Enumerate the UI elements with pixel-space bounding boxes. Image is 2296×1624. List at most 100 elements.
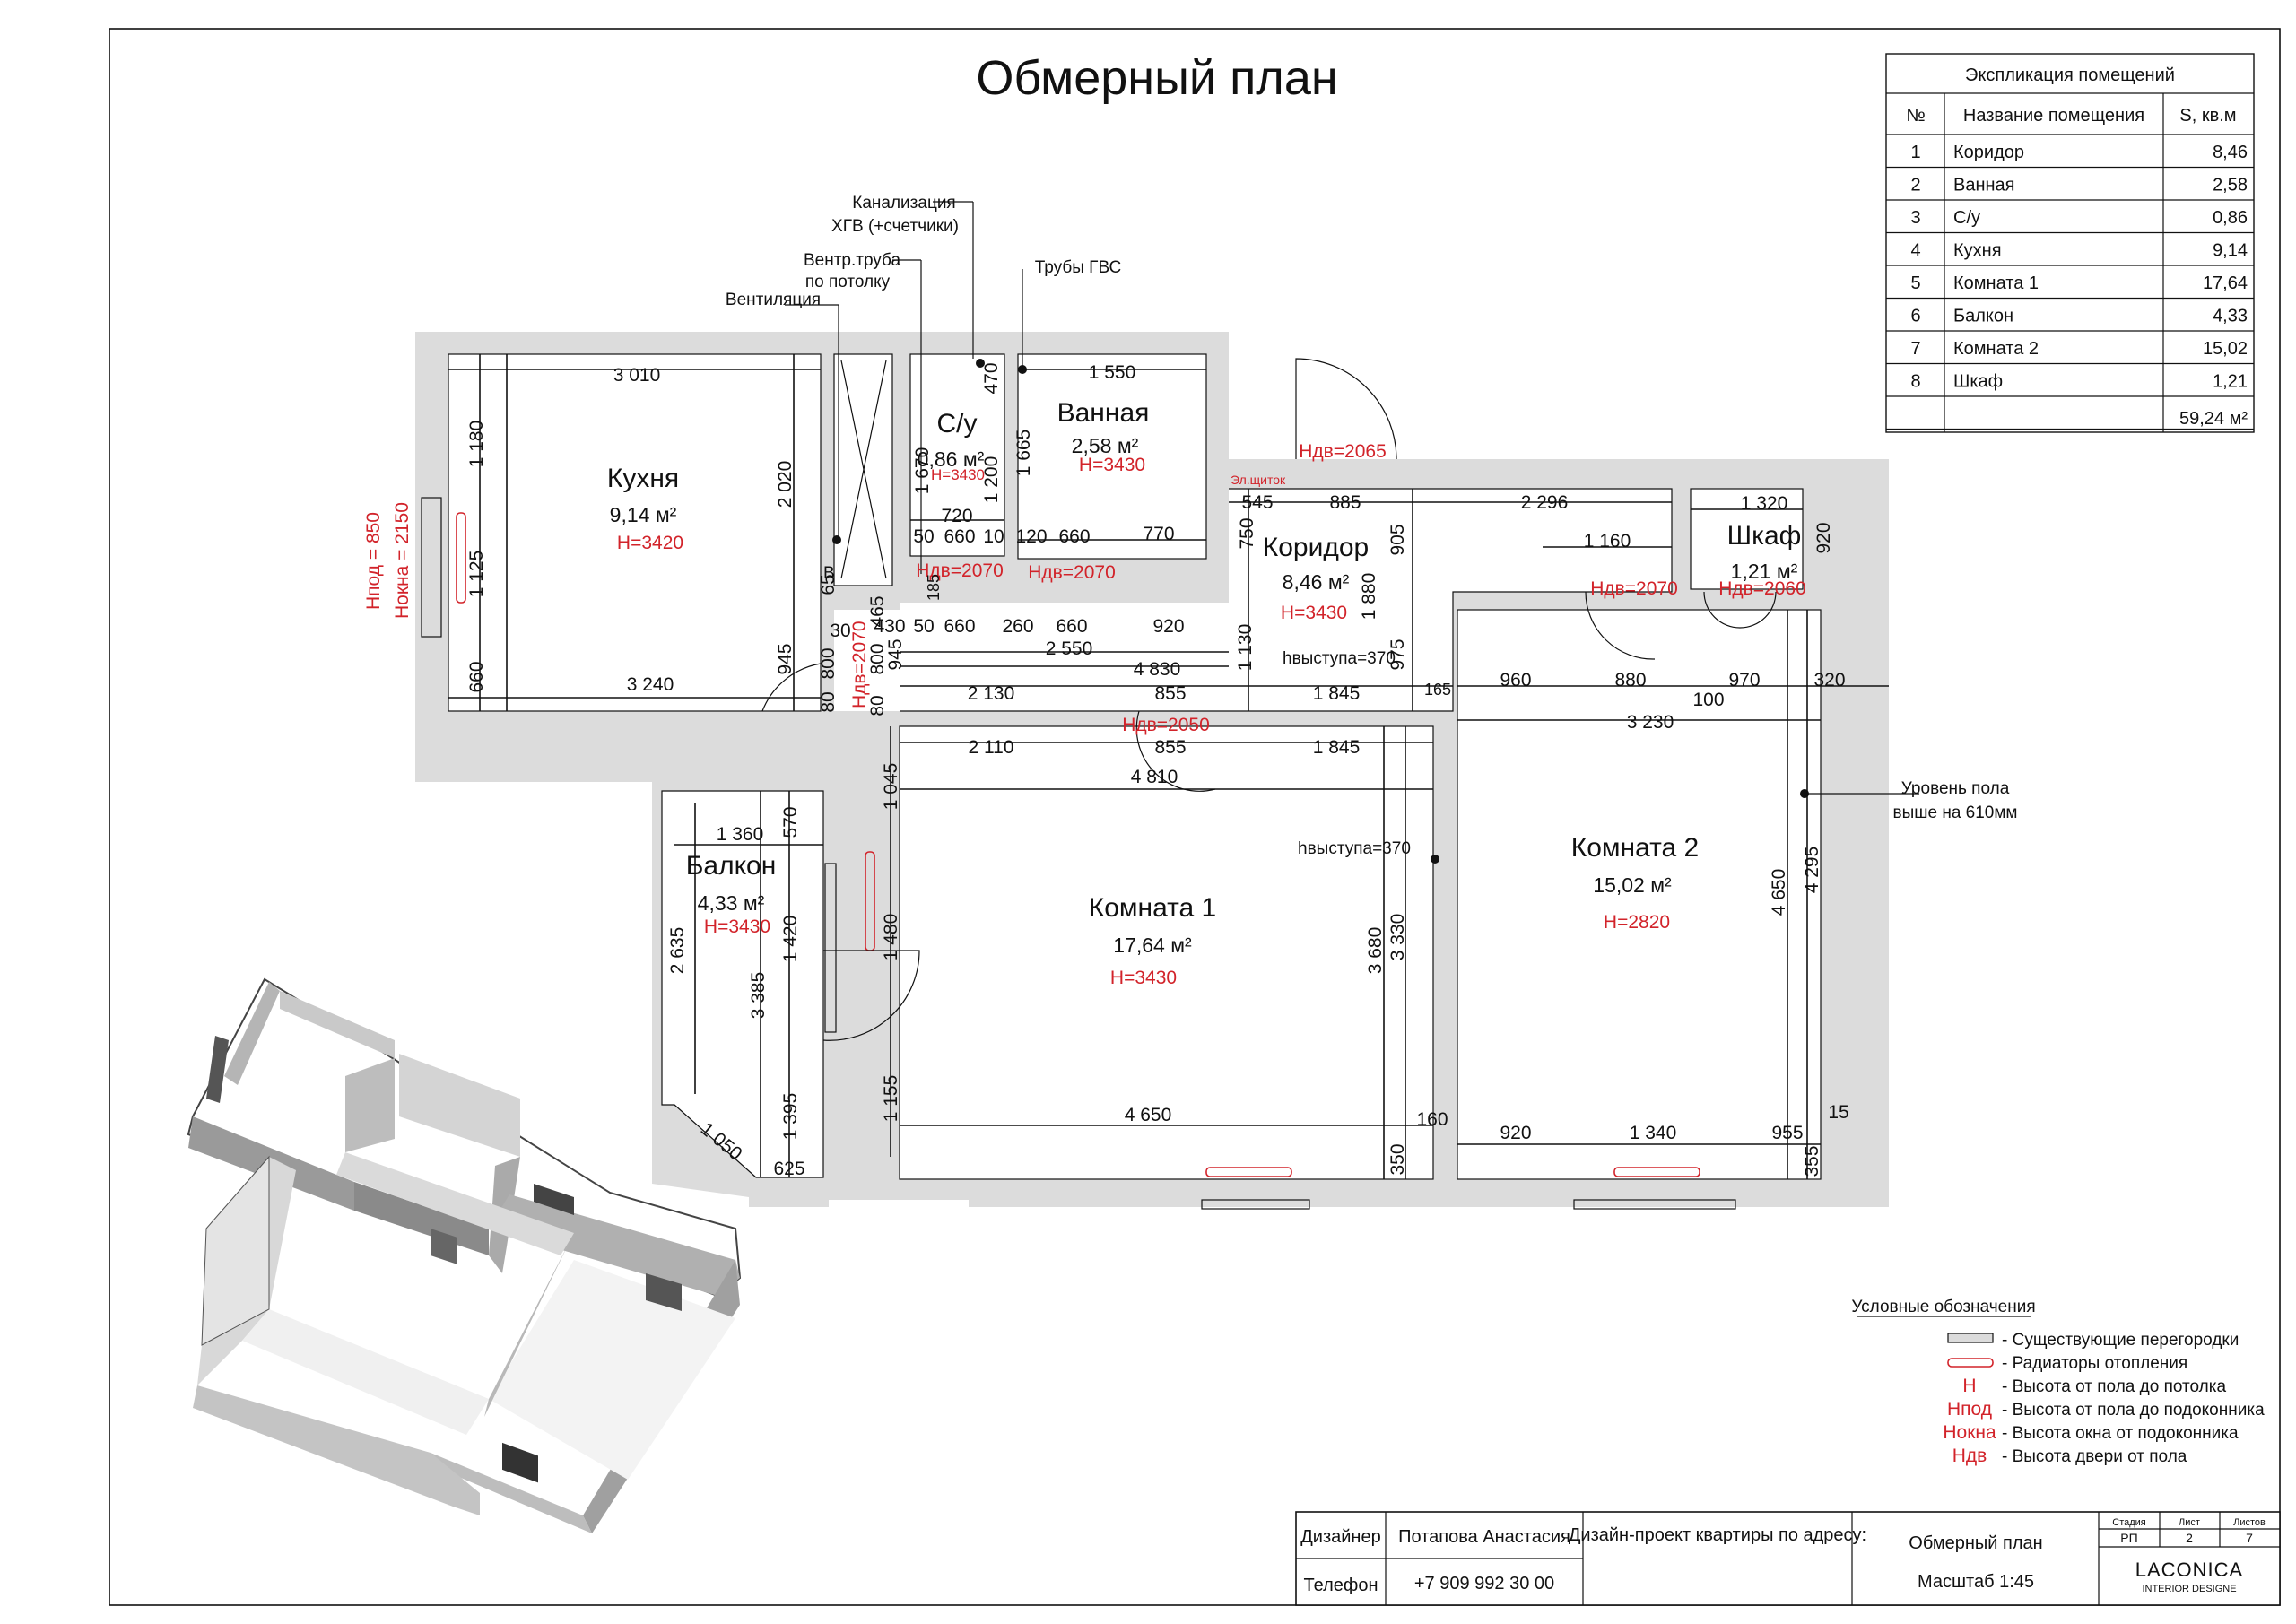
- wc-name: С/у: [937, 409, 978, 439]
- note-ventilation: Вентиляция: [726, 291, 821, 309]
- dim-label: 750: [1237, 517, 1257, 549]
- bath-height: Н=3430: [1079, 455, 1145, 475]
- dim-label: 945: [775, 643, 796, 674]
- table-cell: 9,14: [2213, 241, 2248, 261]
- wc-area: 0,86 м²: [918, 447, 985, 471]
- floor-plan: [415, 201, 1919, 1210]
- balcony-area: 4,33 м²: [698, 891, 765, 915]
- table-cell: Кухня: [1953, 241, 2002, 261]
- dim-label: 3 230: [1627, 712, 1674, 733]
- table-cell: 8: [1910, 372, 1920, 392]
- dim-label: 50: [913, 616, 934, 637]
- dim-label: 960: [1500, 670, 1531, 690]
- door-height-kitchen: Ндв=2070: [849, 621, 870, 708]
- dim-label: 120: [1015, 526, 1047, 547]
- dim-label: 660: [466, 661, 487, 692]
- stamp-phone: +7 909 992 30 00: [1414, 1574, 1554, 1594]
- bath-area: 2,58 м²: [1072, 434, 1139, 457]
- kitchen-name: Кухня: [607, 464, 679, 493]
- dim-label: 770: [1143, 524, 1174, 544]
- dim-label: 4 810: [1131, 767, 1178, 787]
- dim-label: 1 420: [780, 916, 801, 963]
- dim-label: 1 340: [1630, 1123, 1677, 1143]
- dim-label: 1 155: [881, 1075, 901, 1123]
- table-cell: 4,33: [2213, 307, 2248, 326]
- table-cell: 5: [1910, 274, 1920, 293]
- dim-label: 3 330: [1387, 914, 1408, 961]
- dim-label: 720: [941, 506, 972, 526]
- dim-label: 1 670: [912, 447, 933, 495]
- note-floor-level-2: выше на 610мм: [1892, 803, 2017, 822]
- dim-label: 660: [1056, 616, 1087, 637]
- dim-label: 1 320: [1741, 493, 1788, 514]
- dim-label: 50: [913, 526, 934, 547]
- stamp-sheet-label: Лист: [2179, 1517, 2200, 1528]
- stamp-phone-label: Телефон: [1304, 1576, 1378, 1595]
- windows: [421, 497, 1736, 1210]
- legend-item-5: - Высота окна от подоконника: [2002, 1424, 2239, 1443]
- stamp-designer-label: Дизайнер: [1300, 1527, 1380, 1547]
- dim-label: 660: [944, 616, 975, 637]
- dim-label: 955: [1771, 1123, 1803, 1143]
- dim-label: 3 680: [1365, 927, 1386, 975]
- room1-name: Комната 1: [1089, 893, 1217, 923]
- stamp-stage: РП: [2120, 1531, 2137, 1545]
- dimension-labels: 3 010 3 240 1 550 720 50 660 10 120 660 …: [466, 362, 1849, 1179]
- dim-label: 855: [1154, 737, 1186, 758]
- table-cell: Комната 1: [1953, 274, 2039, 293]
- explication-title: Экспликация помещений: [1965, 65, 2175, 85]
- legend-sym-6: Ндв: [1952, 1446, 1987, 1466]
- dim-label: 1 880: [1359, 573, 1379, 621]
- dim-label: 660: [1058, 526, 1090, 547]
- dim-label: 970: [1728, 670, 1760, 690]
- explication-header-area: S, кв.м: [2179, 106, 2236, 126]
- legend-title: Условные обозначения: [1851, 1298, 2035, 1316]
- dim-label: 355: [1802, 1145, 1822, 1177]
- note-floor-level-1: Уровень пола: [1901, 779, 2010, 798]
- table-cell: 1: [1910, 143, 1920, 162]
- stamp-stage-label: Стадия: [2112, 1517, 2146, 1528]
- dim-label: 100: [1692, 690, 1724, 710]
- dim-label: 2 020: [775, 461, 796, 508]
- note-hvs: ХГВ (+счетчики): [831, 217, 959, 236]
- stamp-scale: Масштаб 1:45: [1918, 1572, 2034, 1592]
- corridor-height: Н=3430: [1281, 603, 1347, 623]
- dim-label: 80: [818, 691, 839, 712]
- legend-radiator-swatch: [1947, 1358, 1994, 1368]
- dim-label: 3 385: [748, 972, 769, 1020]
- dim-label: 1 200: [981, 456, 1002, 504]
- legend-sym-4: Нпод: [1947, 1399, 1992, 1420]
- room1-height: Н=3430: [1110, 968, 1177, 988]
- dim-label: 10: [983, 526, 1004, 547]
- dim-label: 430: [874, 616, 905, 637]
- sheet-frame: [109, 28, 2281, 1606]
- note-v-label: В: [823, 564, 835, 583]
- dim-label: 1 160: [1584, 531, 1631, 551]
- table-cell: 6: [1910, 307, 1920, 326]
- note-niche-2: hвыступа=370: [1298, 839, 1411, 858]
- door-height-room1: Ндв=2050: [1122, 715, 1210, 735]
- isometric-3d-view: [187, 977, 742, 1533]
- title-block: Дизайнер Потапова Анастасия Телефон +7 9…: [1295, 1511, 2281, 1606]
- dim-label: 65: [818, 574, 839, 595]
- door-height-closet: Ндв=2060: [1718, 578, 1806, 599]
- dim-label: 570: [780, 806, 801, 838]
- dim-label: 160: [1416, 1109, 1448, 1130]
- stamp-sheets-label: Листов: [2233, 1517, 2266, 1528]
- dim-label: 2 130: [968, 683, 1015, 704]
- dim-label: 350: [1387, 1143, 1408, 1175]
- dim-label: 465: [867, 595, 888, 627]
- door-height-entry: Ндв=2065: [1299, 441, 1387, 462]
- explication-header-no: №: [1906, 106, 1925, 126]
- room2-area: 15,02 м²: [1593, 873, 1672, 897]
- balcony-name: Балкон: [686, 851, 777, 881]
- dim-label: 1 180: [466, 421, 487, 468]
- dim-label: 185: [925, 574, 943, 601]
- dim-label: 15: [1828, 1102, 1848, 1123]
- dim-label: 905: [1387, 524, 1408, 555]
- legend-item-4: - Высота от пола до подоконника: [2002, 1401, 2265, 1420]
- door-height-wc: Ндв=2070: [916, 560, 1004, 581]
- legend-sym-5: Нокна: [1943, 1422, 1996, 1443]
- stamp-project: Дизайн-проект квартиры по адресу:: [1569, 1525, 1866, 1545]
- table-cell: Шкаф: [1953, 372, 2003, 392]
